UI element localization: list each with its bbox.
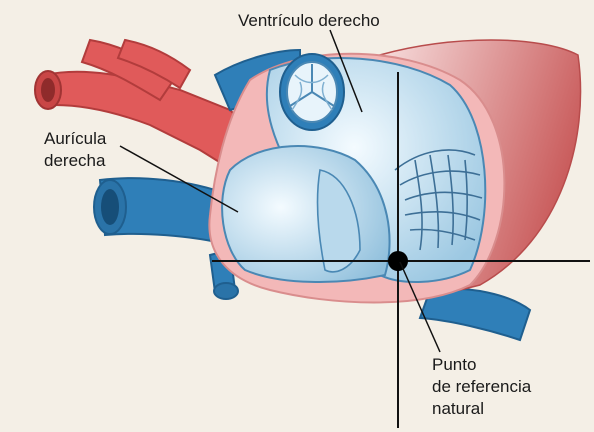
label-reference-line3: natural [432, 399, 484, 418]
pulmonary-valve [280, 54, 344, 130]
label-right-atrium-line2: derecha [44, 151, 106, 170]
reference-point-marker [388, 251, 408, 271]
label-reference-line1: Punto [432, 355, 476, 374]
label-right-ventricle: Ventrículo derecho [238, 11, 380, 30]
label-reference-line2: de referencia [432, 377, 532, 396]
label-right-atrium-line1: Aurícula [44, 129, 107, 148]
